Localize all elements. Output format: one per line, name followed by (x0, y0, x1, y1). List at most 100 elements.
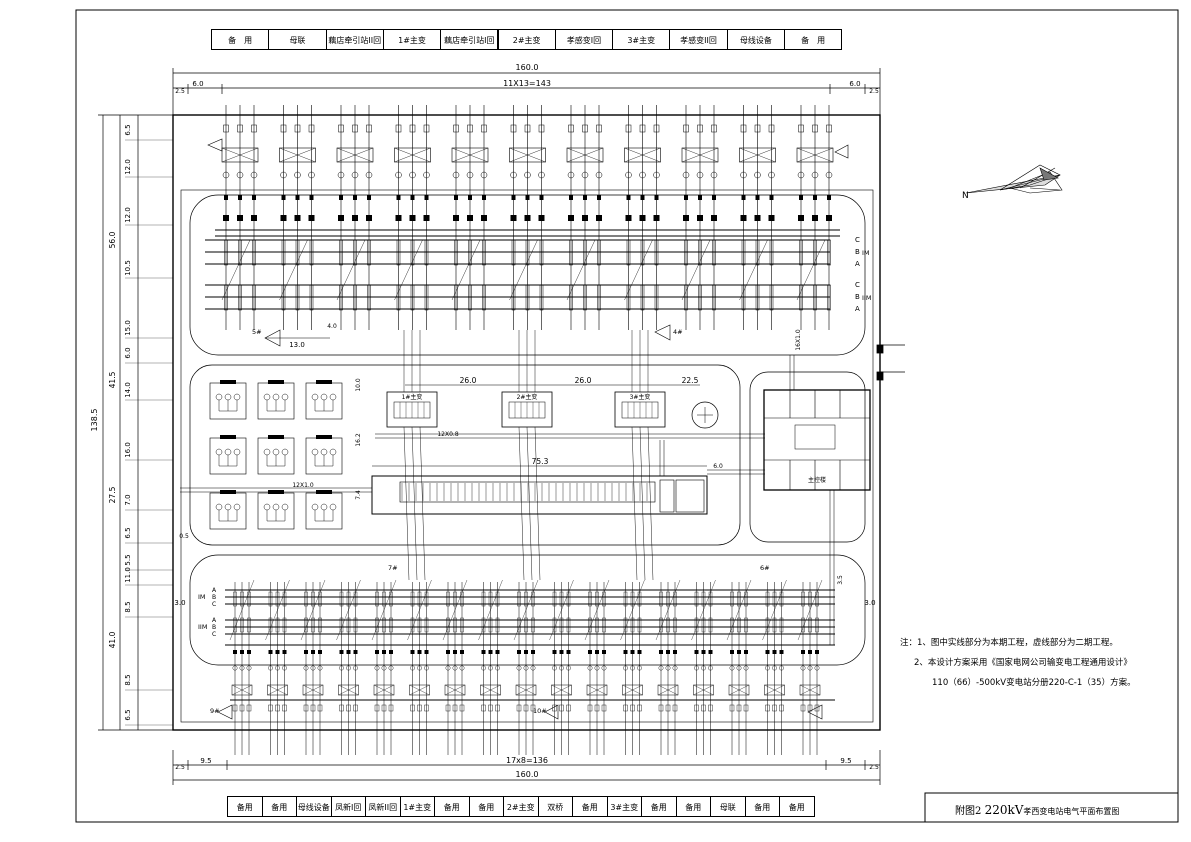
top-phase-1: B (855, 248, 860, 256)
bottom-yard-road (189, 554, 866, 666)
middle-road (189, 364, 741, 546)
bottom-bay-label-14: 母联 (710, 796, 746, 817)
dim-top-total: 160.0 (516, 63, 539, 72)
bottom-bay-label-16: 备用 (779, 796, 815, 817)
bottom-bay-equipment: 9#10#7#6# (210, 564, 823, 755)
bottom-busbars (225, 589, 835, 701)
top-bay-label-2: 藕店牵引站II回 (325, 29, 384, 50)
left-dim-a-8: 7.0 (124, 494, 132, 505)
dim-misc-e: 3.0 (174, 599, 185, 607)
bottom-rod-label-4: 6# (760, 564, 770, 572)
dim-bottom-edge-right: 2.5 (869, 764, 879, 771)
dim-misc-trench-a: 12X0.8 (437, 431, 458, 438)
left-dim-group-a: 6.512.012.010.515.06.014.016.07.06.55.51… (124, 124, 173, 726)
left-dim-a-6: 14.0 (124, 382, 132, 398)
bottom-bay-label-0: 备用 (227, 796, 263, 817)
title-block (924, 792, 1179, 823)
top-phase-4: B (855, 293, 860, 301)
dim-misc-i: 7.4 (355, 490, 362, 500)
top-bay-label-0: 备 用 (211, 29, 270, 50)
dim-misc-trench-d: 3.5 (837, 575, 844, 585)
bottom-bay-label-15: 备用 (744, 796, 780, 817)
bottom-bay-label-6: 备用 (434, 796, 470, 817)
north-arrow (965, 164, 1063, 194)
left-dim-a-5: 6.0 (124, 347, 132, 358)
top-phase-0: C (855, 236, 860, 244)
top-bay-label-9: 母线设备 (726, 29, 785, 50)
left-dim-a-7: 16.0 (124, 442, 132, 458)
caption-text: 孝西变电站电气平面布置图 (1023, 807, 1120, 816)
tx-spacing-2: 22.5 (682, 376, 699, 385)
left-dim-a-4: 15.0 (124, 320, 132, 336)
note-3: 110（66）-500kV变电站分册220-C-1（35）方案。 (932, 678, 1136, 688)
transformer-label-1: 2#主变 (517, 393, 538, 401)
dim-misc-g: 10.0 (355, 378, 362, 392)
bottom-phase-5: C (212, 631, 216, 638)
bottom-bay-label-8: 2#主变 (503, 796, 539, 817)
top-bus-label-0: IM (862, 249, 870, 257)
left-dim-a-1: 12.0 (124, 159, 132, 175)
left-dim-a-13: 8.5 (124, 674, 132, 685)
top-bay-label-6: 孝感变I回 (554, 29, 614, 50)
bottom-phase-3: A (212, 617, 217, 624)
transformer-label-0: 1#主变 (402, 393, 423, 401)
top-bus-label-1: IIM (862, 294, 871, 302)
dim-top-left: 6.0 (192, 80, 203, 88)
building-label: 主控楼 (808, 476, 826, 484)
dim-top-right: 6.0 (849, 80, 860, 88)
dim-bottom-edge-left: 2.5 (175, 764, 185, 771)
dim-bottom-span: 17x8=136 (506, 756, 548, 765)
top-bay-label-10: 备 用 (784, 29, 843, 50)
bottom-bay-label-2: 母线设备 (296, 796, 332, 817)
bottom-bay-label-12: 备用 (641, 796, 677, 817)
bottom-phase-1: B (212, 594, 216, 601)
bottom-bay-label-4: 凤新II回 (365, 796, 401, 817)
top-bay-equipment: 5#4# (207, 105, 849, 347)
bottom-bay-label-10: 备用 (572, 796, 608, 817)
bottom-bay-label-7: 备用 (468, 796, 504, 817)
dim-bottom-total: 160.0 (516, 770, 539, 779)
top-bay-label-7: 3#主变 (612, 29, 671, 50)
bottom-bay-label-13: 备用 (675, 796, 711, 817)
bottom-rod-label-3: 7# (388, 564, 398, 572)
bottom-bay-label-5: 1#主变 (399, 796, 435, 817)
dim-misc-h: 16.2 (355, 433, 362, 447)
top-bay-label-3: 1#主变 (382, 29, 442, 50)
bottom-bay-label-11: 3#主变 (606, 796, 642, 817)
note-1: 注：1、图中实线部分为本期工程，虚线部分为二期工程。 (900, 638, 1118, 648)
left-dim-b-0: 56.0 (108, 231, 117, 248)
bottom-phase-2: C (212, 601, 216, 608)
left-dim-b-2: 27.5 (108, 486, 117, 503)
top-dimension (172, 68, 881, 118)
dim-top-span: 11X13=143 (503, 79, 551, 88)
left-dim-group-b: 56.041.527.541.0 (108, 231, 117, 648)
dim-misc-trench-c: 16X1.0 (795, 329, 802, 350)
left-dim-a-12: 8.5 (124, 601, 132, 612)
top-phase-3: C (855, 281, 860, 289)
site-boundary (172, 114, 881, 731)
drawing-frame (75, 9, 1179, 823)
distribution-building (371, 475, 708, 515)
dim-misc-f: 3.0 (864, 599, 875, 607)
transformer-label-2: 3#主变 (630, 393, 651, 401)
bottom-bay-label-1: 备用 (261, 796, 297, 817)
left-dim-a-0: 6.5 (124, 124, 132, 135)
drawing-caption: 附图2 220kV孝西变电站电气平面布置图 (955, 802, 1119, 817)
tx-spacing-1: 26.0 (575, 376, 592, 385)
dim-misc-d: 0.5 (179, 533, 189, 540)
left-dimension (98, 114, 173, 731)
dim-bottom-left: 9.5 (200, 757, 211, 765)
bottom-bay-label-9: 双桥 (537, 796, 573, 817)
rod-label-4: 4# (673, 328, 683, 336)
left-dim-a-11: 11.0 (124, 567, 132, 583)
bottom-rod-label-1: 10# (533, 707, 547, 715)
bottom-bay-label-3: 凤新I回 (330, 796, 366, 817)
water-tank (691, 401, 719, 429)
top-bay-label-5: 2#主变 (497, 29, 556, 50)
dim-top-edge-left: 2.5 (175, 88, 185, 95)
left-dim-a-10: 5.5 (124, 554, 132, 565)
top-bay-label-4: 藕店牵引站I回 (440, 29, 499, 50)
left-dim-a-2: 12.0 (124, 207, 132, 223)
